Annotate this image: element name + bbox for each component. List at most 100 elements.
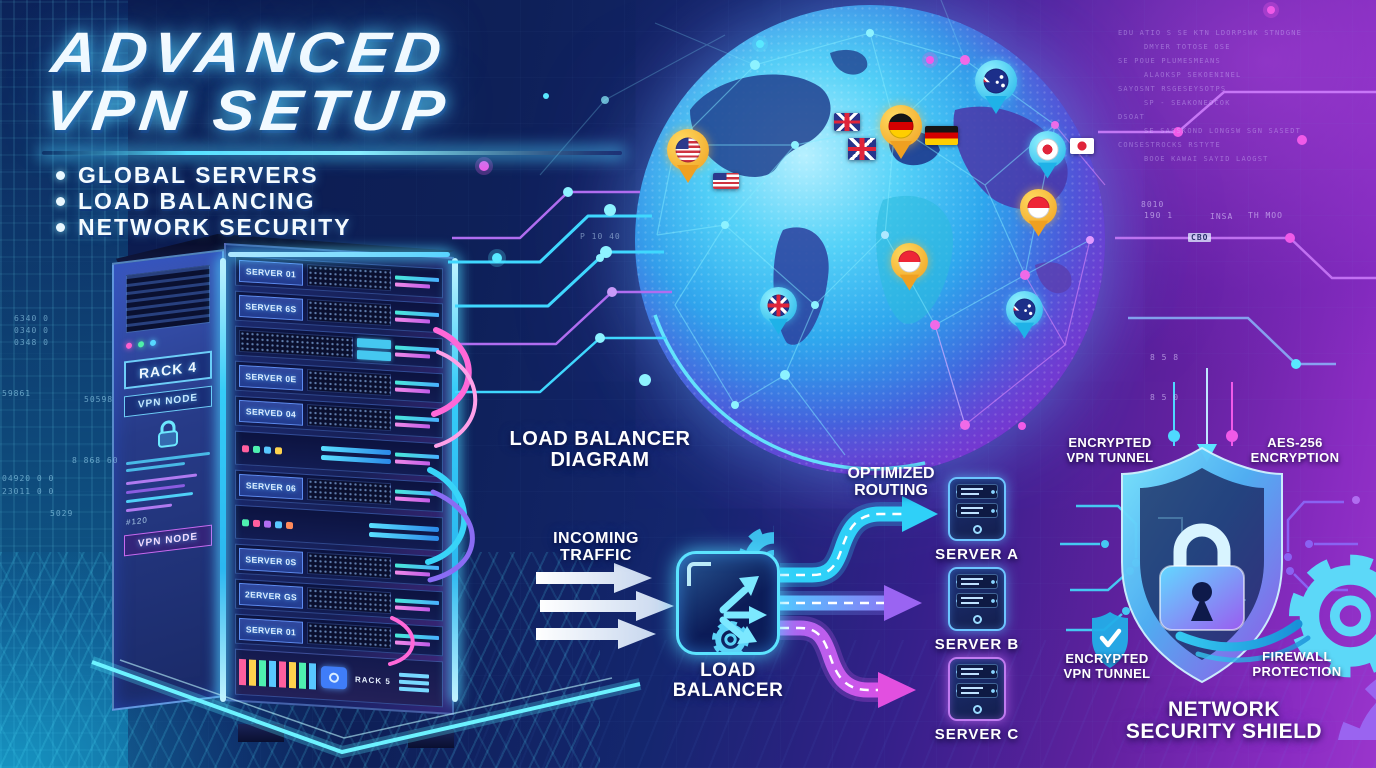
sec-label-line: PROTECTION (1252, 663, 1342, 679)
decor-chip-label: CBO (1188, 233, 1212, 242)
server-icon (948, 657, 1006, 721)
status-bars (395, 557, 439, 582)
vent-field (307, 369, 391, 397)
vent-field (307, 587, 391, 615)
status-bars (395, 304, 439, 329)
rack5-label: RACK 5 (355, 674, 391, 686)
title-line-1: ADVANCED (47, 21, 451, 85)
usa-flag-icon (713, 173, 739, 189)
singapore-flag-icon (898, 250, 921, 273)
decor-code-line: CONSESTROCKS RSTYTE (1118, 141, 1221, 149)
server-a-label: SERVER A (935, 546, 1019, 563)
decor-number: 59861 (2, 389, 32, 398)
bullet-network-security: NETWORK SECURITY (56, 214, 352, 240)
server-power-dot (956, 702, 998, 716)
port-bars (398, 663, 429, 703)
rack5-badge-icon (321, 665, 347, 690)
decor-number: 5029 (50, 509, 74, 518)
server-slot-label: SERVER 0S (239, 547, 303, 574)
decor-code-line: DMYER TOTOSE OSE (1144, 43, 1231, 51)
usa-flag-icon (675, 137, 701, 163)
bullet-global-servers: GLOBAL SERVERS (56, 162, 352, 188)
load-balancer-node (676, 551, 780, 655)
vent-field (239, 329, 353, 359)
sec-label-line: ENCRYPTED (1065, 651, 1149, 666)
security-shield-graphic (1060, 446, 1376, 740)
globe-sphere (635, 5, 1105, 475)
rack-slot-bottom: RACK 5 (235, 648, 443, 708)
firewall-protection-label: FIREWALL PROTECTION (1240, 649, 1354, 679)
circuit-traces-right (1284, 496, 1360, 592)
server-slot-label: SERVER 01 (239, 259, 303, 286)
bullet-label: LOAD BALANCING (78, 187, 316, 214)
rack-front-panel: SERVER 01 SERVER 6S SERVER 0E SERVED 04 … (224, 242, 454, 716)
server-unit-row (956, 574, 998, 589)
germany-flag-icon (925, 126, 958, 145)
server-slot-label: SERVED 04 (239, 399, 303, 426)
sec-label-line: AES-256 (1267, 435, 1323, 450)
globe-dot-texture (635, 5, 1105, 475)
pin-japan (1029, 131, 1066, 180)
server-slot-label: SERVER 6S (239, 294, 303, 321)
decor-number: 8 868 60 (72, 456, 119, 465)
pin-tail (985, 96, 1007, 114)
status-bars (395, 339, 439, 364)
glow-rail (220, 258, 226, 702)
server-unit-row (956, 664, 998, 679)
vent-field (307, 264, 391, 292)
server-slot-label: SERVER 06 (239, 473, 303, 500)
server-power-dot (956, 612, 998, 626)
australia-flag-icon (1013, 298, 1036, 321)
swoosh-icon (1175, 619, 1311, 663)
decor-code-line: BOOE KAWAI SAYID LAOGST (1144, 155, 1269, 163)
decor-code-line: SE SASSKOND LONGSW SGN SASEDT (1144, 127, 1302, 135)
germany-flag-icon (888, 113, 914, 139)
status-bars (395, 444, 439, 473)
decor-number: 0348 0 (14, 338, 49, 347)
vent-field (307, 622, 391, 650)
bullet-dot-icon (56, 170, 65, 180)
shield-icon (1121, 446, 1376, 684)
server-c: SERVER C (931, 657, 1023, 743)
server-unit-row (956, 503, 998, 518)
server-icon (948, 477, 1006, 541)
control-bars (369, 517, 439, 547)
sec-label-line: ENCRYPTED (1068, 435, 1152, 450)
decor-number: P 10 40 (580, 232, 621, 241)
rack-side-leds (126, 331, 210, 351)
uk-flag-icon (848, 138, 876, 160)
led (150, 339, 156, 347)
side-detail-rows (126, 472, 210, 513)
pin-singapore (891, 243, 928, 292)
side-code-label: #120 (126, 515, 148, 528)
pin-tail (768, 318, 789, 335)
decor-number: 6340 0 (14, 314, 49, 323)
cyan-chips (357, 337, 391, 361)
encrypted-vpn-tunnel-label-top: ENCRYPTED VPN TUNNEL (1054, 435, 1166, 465)
server-slot-label: 2ERVER GS (239, 582, 303, 609)
decor-code-line: SAYOSNT RSGESEYSOTPS (1118, 85, 1227, 93)
rack-number-plate: RACK 4 (124, 350, 212, 390)
incoming-line-1: INCOMING (553, 530, 639, 547)
side-detail-bars (126, 451, 210, 473)
gear-icon (1360, 683, 1376, 740)
uk-flag-icon (767, 294, 790, 317)
vpn-node-plate-bottom: VPN NODE (124, 524, 212, 557)
pin-tail (1037, 162, 1058, 179)
diagram-heading-line-2: DIAGRAM (550, 449, 650, 471)
decor-number: 04920 0 0 (2, 474, 55, 483)
decor-code-line: SP - SEAKONEOCOK (1144, 99, 1231, 107)
sec-label-line: FIREWALL (1262, 649, 1332, 664)
padlock-icon (1159, 523, 1245, 631)
status-bars (395, 269, 439, 294)
rack-slot-control (235, 504, 443, 552)
status-bars (395, 374, 439, 399)
vent-field (307, 299, 391, 327)
lock-icon (124, 414, 212, 455)
server-b: SERVER B (931, 567, 1023, 653)
pin-australia (1006, 291, 1043, 340)
network-security-shield-title: NETWORK SECURITY SHIELD (1104, 699, 1344, 743)
vent-field (307, 552, 391, 580)
status-bars (395, 483, 439, 508)
server-b-label: SERVER B (934, 636, 1020, 653)
